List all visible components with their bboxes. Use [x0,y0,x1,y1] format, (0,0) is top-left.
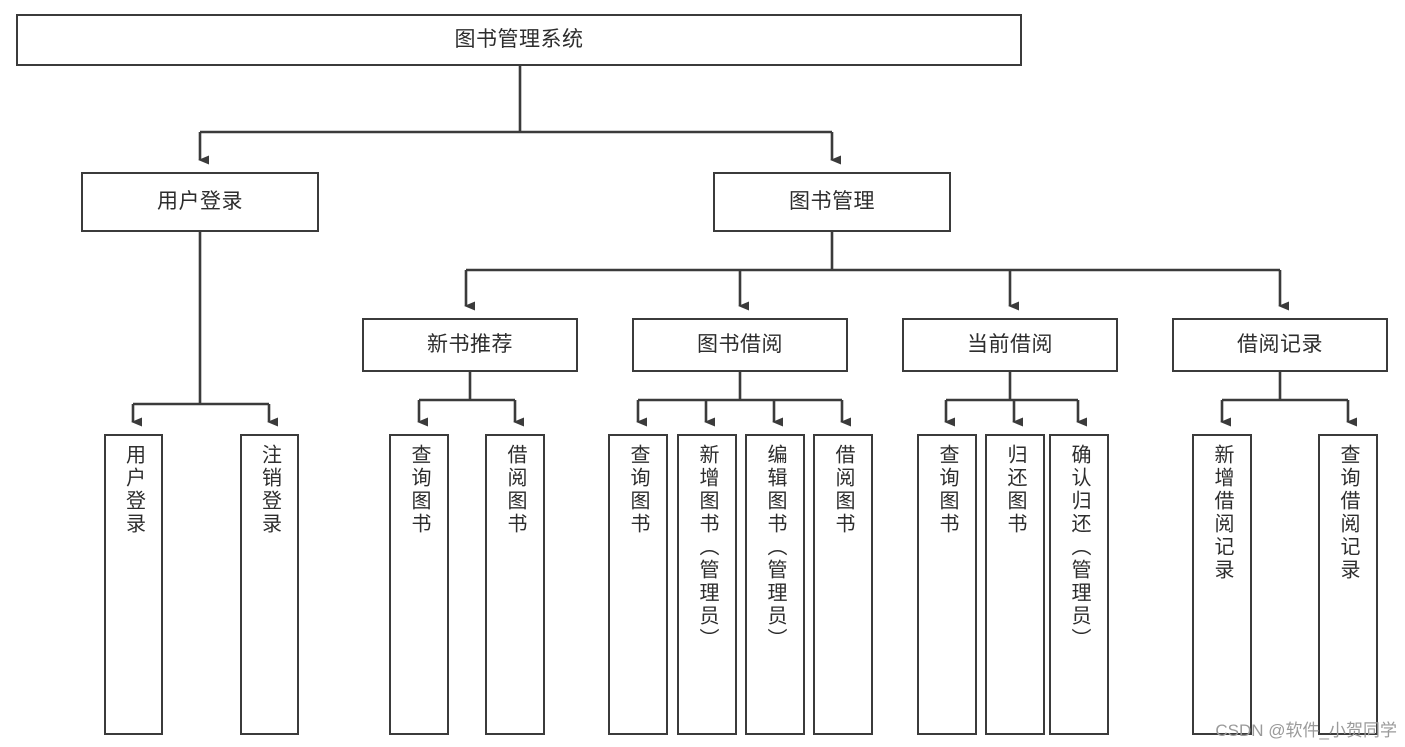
node-leaf-query-record[interactable]: 查询借阅记录 [1318,434,1378,735]
node-leaf-query-book-3-label: 查询图书 [936,444,958,536]
node-book-borrow[interactable]: 图书借阅 [632,318,848,372]
node-leaf-return-book-label: 归还图书 [1004,444,1026,536]
node-leaf-add-book-label: 新增图书（管理员） [696,444,718,651]
node-leaf-query-record-label: 查询借阅记录 [1337,444,1359,582]
node-user-login[interactable]: 用户登录 [81,172,319,232]
node-new-book-recommend[interactable]: 新书推荐 [362,318,578,372]
node-root[interactable]: 图书管理系统 [16,14,1022,66]
node-leaf-user-login[interactable]: 用户登录 [104,434,163,735]
node-leaf-edit-book-label: 编辑图书（管理员） [764,444,786,651]
node-current-borrow[interactable]: 当前借阅 [902,318,1118,372]
node-leaf-query-book-1[interactable]: 查询图书 [389,434,449,735]
node-leaf-return-book[interactable]: 归还图书 [985,434,1045,735]
node-root-label: 图书管理系统 [454,27,584,51]
node-leaf-query-book-2-label: 查询图书 [627,444,649,536]
node-leaf-borrow-book-2[interactable]: 借阅图书 [813,434,873,735]
node-leaf-borrow-book-1[interactable]: 借阅图书 [485,434,545,735]
node-current-borrow-label: 当前借阅 [967,332,1053,356]
node-leaf-logout-label: 注销登录 [258,444,281,536]
node-leaf-add-record[interactable]: 新增借阅记录 [1192,434,1252,735]
node-leaf-confirm-return[interactable]: 确认归还（管理员） [1049,434,1109,735]
node-leaf-add-book[interactable]: 新增图书（管理员） [677,434,737,735]
node-borrow-record[interactable]: 借阅记录 [1172,318,1388,372]
node-borrow-record-label: 借阅记录 [1237,332,1323,356]
node-leaf-edit-book[interactable]: 编辑图书（管理员） [745,434,805,735]
node-book-borrow-label: 图书借阅 [697,332,783,356]
node-leaf-user-login-label: 用户登录 [122,444,145,536]
node-leaf-query-book-3[interactable]: 查询图书 [917,434,977,735]
node-leaf-logout[interactable]: 注销登录 [240,434,299,735]
node-leaf-borrow-book-2-label: 借阅图书 [832,444,854,536]
node-book-manage[interactable]: 图书管理 [713,172,951,232]
node-leaf-add-record-label: 新增借阅记录 [1211,444,1233,582]
node-leaf-query-book-1-label: 查询图书 [408,444,430,536]
node-leaf-borrow-book-1-label: 借阅图书 [504,444,526,536]
node-leaf-query-book-2[interactable]: 查询图书 [608,434,668,735]
node-user-login-label: 用户登录 [157,189,243,213]
node-new-book-recommend-label: 新书推荐 [427,332,513,356]
node-leaf-confirm-return-label: 确认归还（管理员） [1068,444,1090,651]
node-book-manage-label: 图书管理 [789,189,875,213]
